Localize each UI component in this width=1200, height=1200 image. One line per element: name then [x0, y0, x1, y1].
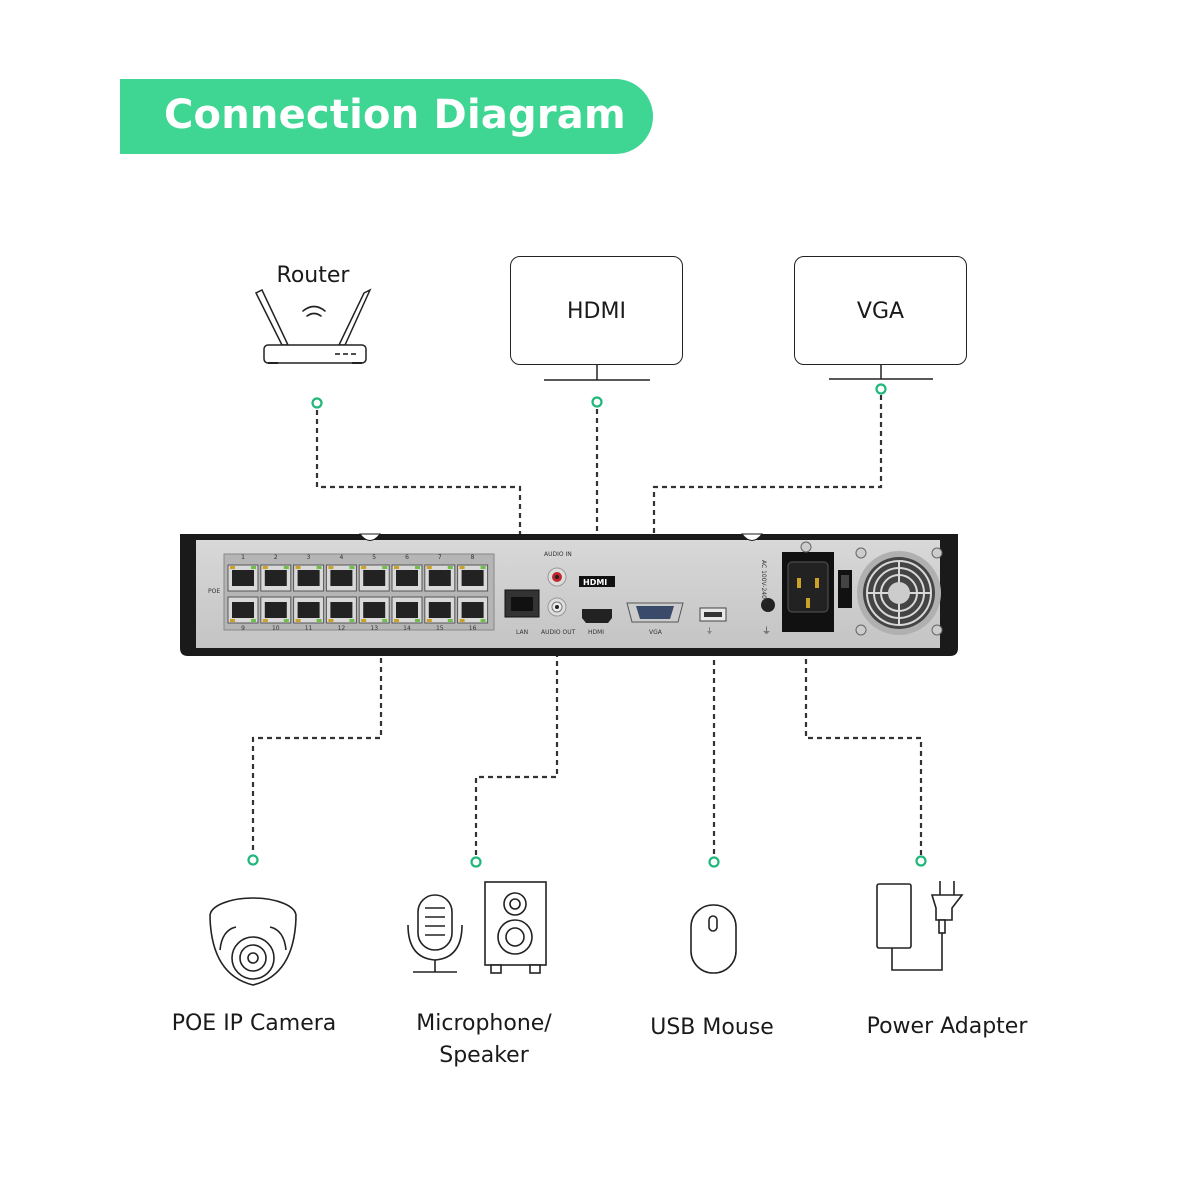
power-connection-line	[804, 632, 923, 855]
poe-port	[391, 564, 423, 592]
poe-port-number: 6	[405, 554, 409, 561]
hdmi-port-label: HDMI	[588, 629, 604, 636]
poe-port-number: 5	[372, 554, 376, 561]
microphone-speaker-label-line1: Microphone/	[416, 1011, 552, 1036]
poe-port-number: 16	[469, 625, 477, 632]
poe-port	[227, 564, 259, 592]
poe-port	[358, 596, 390, 624]
poe-port-number: 10	[272, 625, 280, 632]
audio-connector-dot	[470, 856, 482, 868]
poe-port-number: 7	[438, 554, 442, 561]
mouse-label: USB Mouse	[650, 1015, 774, 1040]
page-title: Connection Diagram	[164, 92, 626, 138]
poe-port	[260, 596, 292, 624]
poe-port	[260, 564, 292, 592]
svg-text:⏚: ⏚	[762, 626, 771, 637]
hdmi-connector-dot	[591, 396, 603, 408]
router-label: Router	[276, 263, 350, 288]
vga-connector-dot	[875, 383, 887, 395]
microphone-speaker-label-line2: Speaker	[439, 1042, 529, 1068]
poe-port-number: 1	[241, 554, 245, 561]
poe-port	[457, 596, 489, 624]
hdmi-monitor-label: HDMI	[567, 299, 626, 324]
poe-label: POE	[208, 588, 220, 595]
poe-port-number: 14	[403, 625, 411, 632]
camera-label: POE IP Camera	[171, 1011, 337, 1036]
poe-port-number: 13	[370, 625, 378, 632]
lan-label: LAN	[516, 629, 528, 636]
poe-port	[358, 564, 390, 592]
poe-port-number: 15	[436, 625, 444, 632]
poe-port-number: 2	[274, 554, 278, 561]
hdmi-logo-text: HDMI	[583, 578, 607, 587]
svg-text:⏚: ⏚	[706, 627, 713, 635]
poe-port-number: 3	[307, 554, 311, 561]
router-connection-line	[315, 410, 522, 592]
hdmi-monitor: HDMI	[510, 256, 683, 365]
microphone-speaker-label: Microphone/ Speaker	[384, 1008, 584, 1072]
poe-port	[391, 596, 423, 624]
vga-port-label: VGA	[649, 629, 663, 636]
audio-connection-line	[474, 625, 559, 855]
poe-port	[424, 564, 456, 592]
power-connector-dot	[915, 855, 927, 867]
poe-port	[227, 596, 259, 624]
poe-port	[325, 596, 357, 624]
audio-out-label: AUDIO OUT	[541, 629, 576, 636]
poe-port-number: 8	[471, 554, 475, 561]
poe-port-number: 12	[338, 625, 346, 632]
usb-connector-dot	[708, 856, 720, 868]
poe-port	[293, 564, 325, 592]
poe-port-number: 11	[305, 625, 313, 632]
poe-port-number: 9	[241, 625, 245, 632]
voltage-label: AC 100V-240V	[760, 560, 767, 604]
router-connector-dot	[311, 397, 323, 409]
poe-port	[424, 596, 456, 624]
poe-port	[457, 564, 489, 592]
vga-monitor: VGA	[794, 256, 967, 365]
poe-port	[325, 564, 357, 592]
poe-port	[293, 596, 325, 624]
camera-connector-dot	[247, 854, 259, 866]
power-adapter-label: Power Adapter	[866, 1014, 1028, 1039]
vga-monitor-label: VGA	[856, 299, 905, 324]
audio-in-label: AUDIO IN	[544, 551, 572, 558]
camera-connection-line	[251, 640, 383, 853]
title-banner: Connection Diagram	[120, 79, 653, 154]
poe-port-number: 4	[339, 554, 343, 561]
